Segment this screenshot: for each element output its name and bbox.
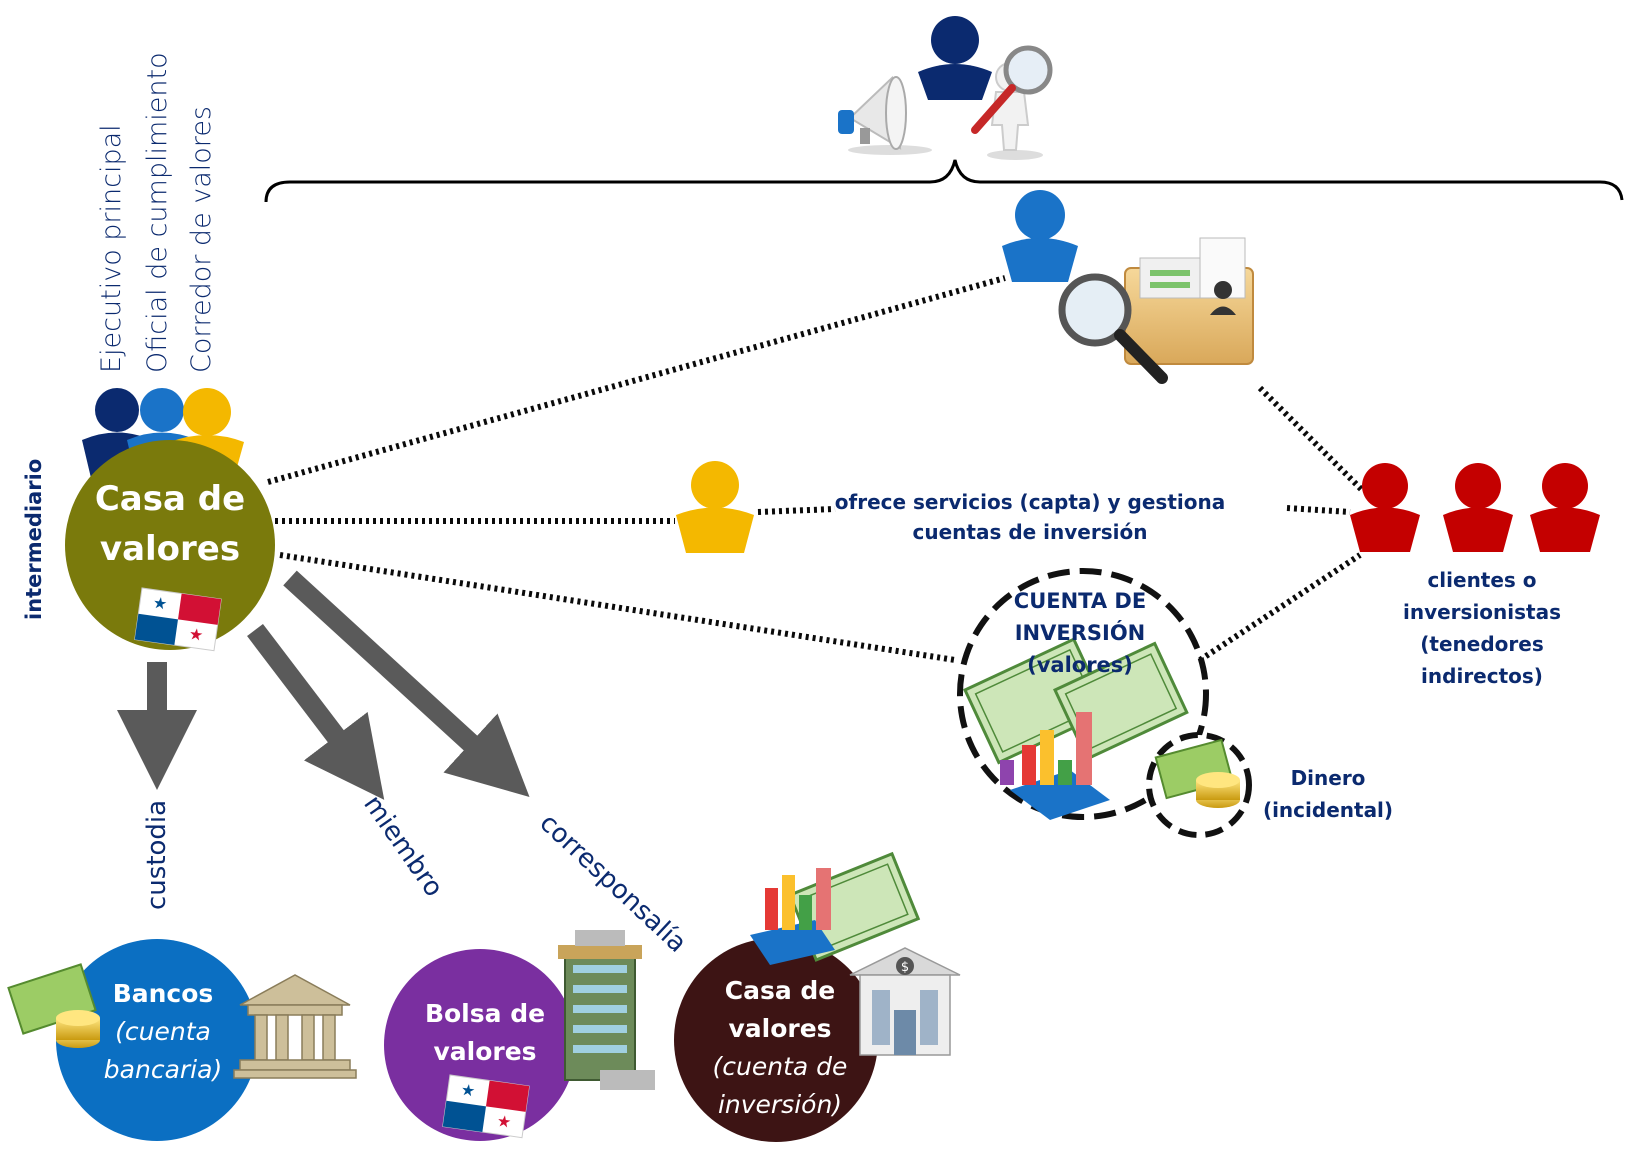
casa-de-valores-circle <box>65 440 275 650</box>
ofrece-line1: ofrece servicios (capta) y gestiona <box>834 490 1226 514</box>
casa-main-label: Casa de valores <box>80 474 260 574</box>
casa-bottom-sub2: inversión) <box>717 1090 843 1119</box>
casa-bottom-sub1: (cuenta de <box>712 1052 848 1081</box>
custodia-label: custodia <box>142 799 172 910</box>
person-icon-blue <box>1002 190 1078 282</box>
money-icon-bancos <box>7 963 100 1048</box>
arrows <box>117 570 530 800</box>
bar-chart-icon <box>1000 712 1110 820</box>
clientes-line3: (tenedores <box>1420 632 1544 656</box>
ofrece-line2: cuentas de inversión <box>912 520 1148 544</box>
dinero-label: Dinero (incidental) <box>1253 762 1403 826</box>
dinero-line1: Dinero <box>1290 766 1366 790</box>
panama-flag-icon-bolsa: ★ ★ <box>442 1074 530 1139</box>
cuenta-line1: CUENTA DE <box>1013 589 1147 613</box>
bolsa-line2: valores <box>433 1037 537 1066</box>
bar-chart-icon-bottom <box>750 868 835 965</box>
bank-icon <box>233 974 357 1079</box>
person-icon-yellow <box>676 461 754 553</box>
casa-bottom-circle <box>674 938 878 1142</box>
client-person-icons <box>1350 463 1600 552</box>
clientes-line4: indirectos) <box>1421 664 1543 688</box>
dotted-line-casa-to-folder <box>267 275 1006 485</box>
bancos-label: Bancos (cuenta bancaria) <box>88 975 238 1089</box>
clientes-label: clientes o inversionistas (tenedores ind… <box>1392 564 1572 692</box>
cuenta-dashed-circle <box>957 568 1209 820</box>
bracket <box>264 159 1624 203</box>
magnifier-figure-icon <box>971 45 1053 160</box>
dotted-line-cuenta-to-clients <box>1198 552 1362 663</box>
building-icon <box>558 930 655 1090</box>
bancos-sub1: (cuenta <box>115 1017 211 1046</box>
casa-bottom-line2: valores <box>728 1014 832 1043</box>
dotted-line-folder-to-clients <box>1257 385 1365 493</box>
casa-main-line2: valores <box>99 529 241 569</box>
bancos-circle <box>56 939 258 1141</box>
person-icon-top <box>918 16 992 100</box>
dinero-line2: (incidental) <box>1262 798 1394 822</box>
svg-text:★: ★ <box>496 1111 513 1132</box>
ofrece-label: ofrece servicios (capta) y gestiona cuen… <box>820 487 1240 547</box>
dotted-connections <box>267 275 1365 663</box>
cuenta-line2: INVERSIÓN <box>1014 621 1146 645</box>
role-label-oficial: Oficial de cumplimiento <box>142 52 173 373</box>
bancos-sub2: bancaria) <box>103 1055 223 1084</box>
bolsa-line1: Bolsa de <box>424 999 546 1028</box>
role-label-corredor: Corredor de valores <box>186 106 217 373</box>
svg-text:$: $ <box>901 960 909 975</box>
casa-bottom-line1: Casa de <box>724 976 836 1005</box>
megaphone-icon <box>838 75 932 155</box>
bancos-title: Bancos <box>112 979 214 1008</box>
dotted-line-casa-to-cuenta <box>279 552 956 663</box>
folder-magnifier-icon <box>1058 237 1254 384</box>
role-label-ejecutivo: Ejecutivo principal <box>96 124 127 373</box>
clientes-line2: inversionistas <box>1402 600 1562 624</box>
dotted-line-text-to-clients <box>1286 505 1351 515</box>
clientes-line1: clientes o <box>1427 568 1537 592</box>
casa-bottom-label: Casa de valores (cuenta de inversión) <box>695 972 865 1124</box>
bolsa-label: Bolsa de valores <box>405 995 565 1071</box>
panama-flag-icon: ★ ★ <box>134 587 222 652</box>
money-icon-dinero <box>1154 738 1240 808</box>
cuenta-line3: (valores) <box>1027 653 1133 677</box>
svg-text:★: ★ <box>152 593 169 614</box>
svg-text:★: ★ <box>188 624 205 645</box>
cuenta-label: CUENTA DE INVERSIÓN (valores) <box>980 585 1180 681</box>
arrow-corresponsalia <box>283 570 530 797</box>
casa-main-line1: Casa de <box>94 479 246 519</box>
arrow-miembro <box>247 623 385 800</box>
bank-dollar-icon: $ <box>849 947 961 1056</box>
svg-text:★: ★ <box>460 1080 477 1101</box>
dotted-line-yellow-to-text <box>757 506 836 515</box>
intermediario-label: intermediario <box>22 458 46 620</box>
